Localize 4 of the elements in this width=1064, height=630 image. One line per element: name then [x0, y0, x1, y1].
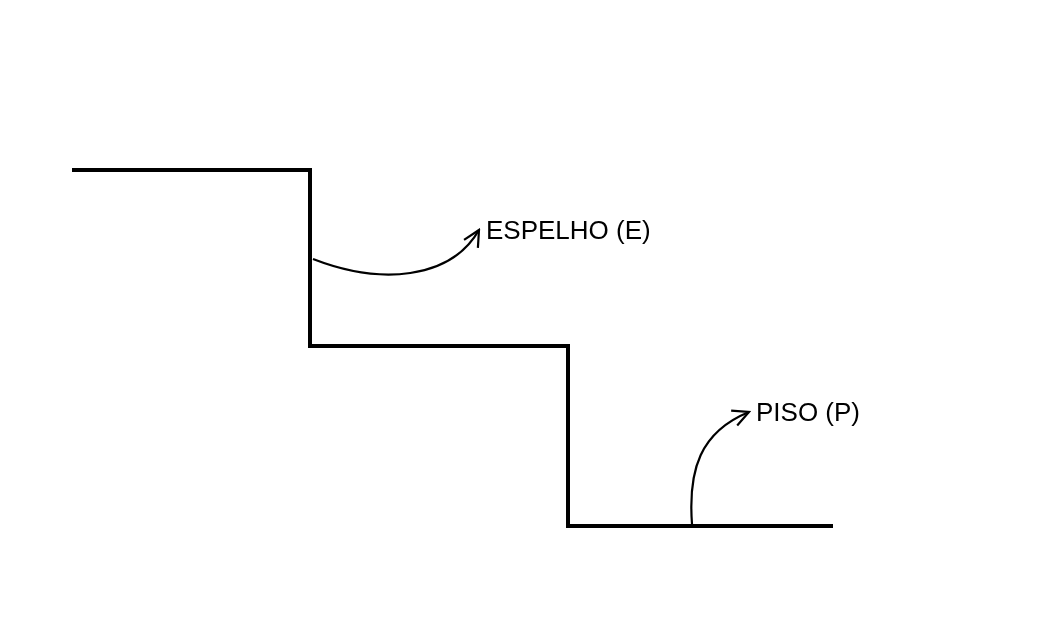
leader-arrow: [690, 410, 751, 525]
callout-label: PISO (P): [756, 397, 860, 427]
callout-label: ESPELHO (E): [486, 215, 651, 245]
leader-arrow: [312, 228, 481, 276]
